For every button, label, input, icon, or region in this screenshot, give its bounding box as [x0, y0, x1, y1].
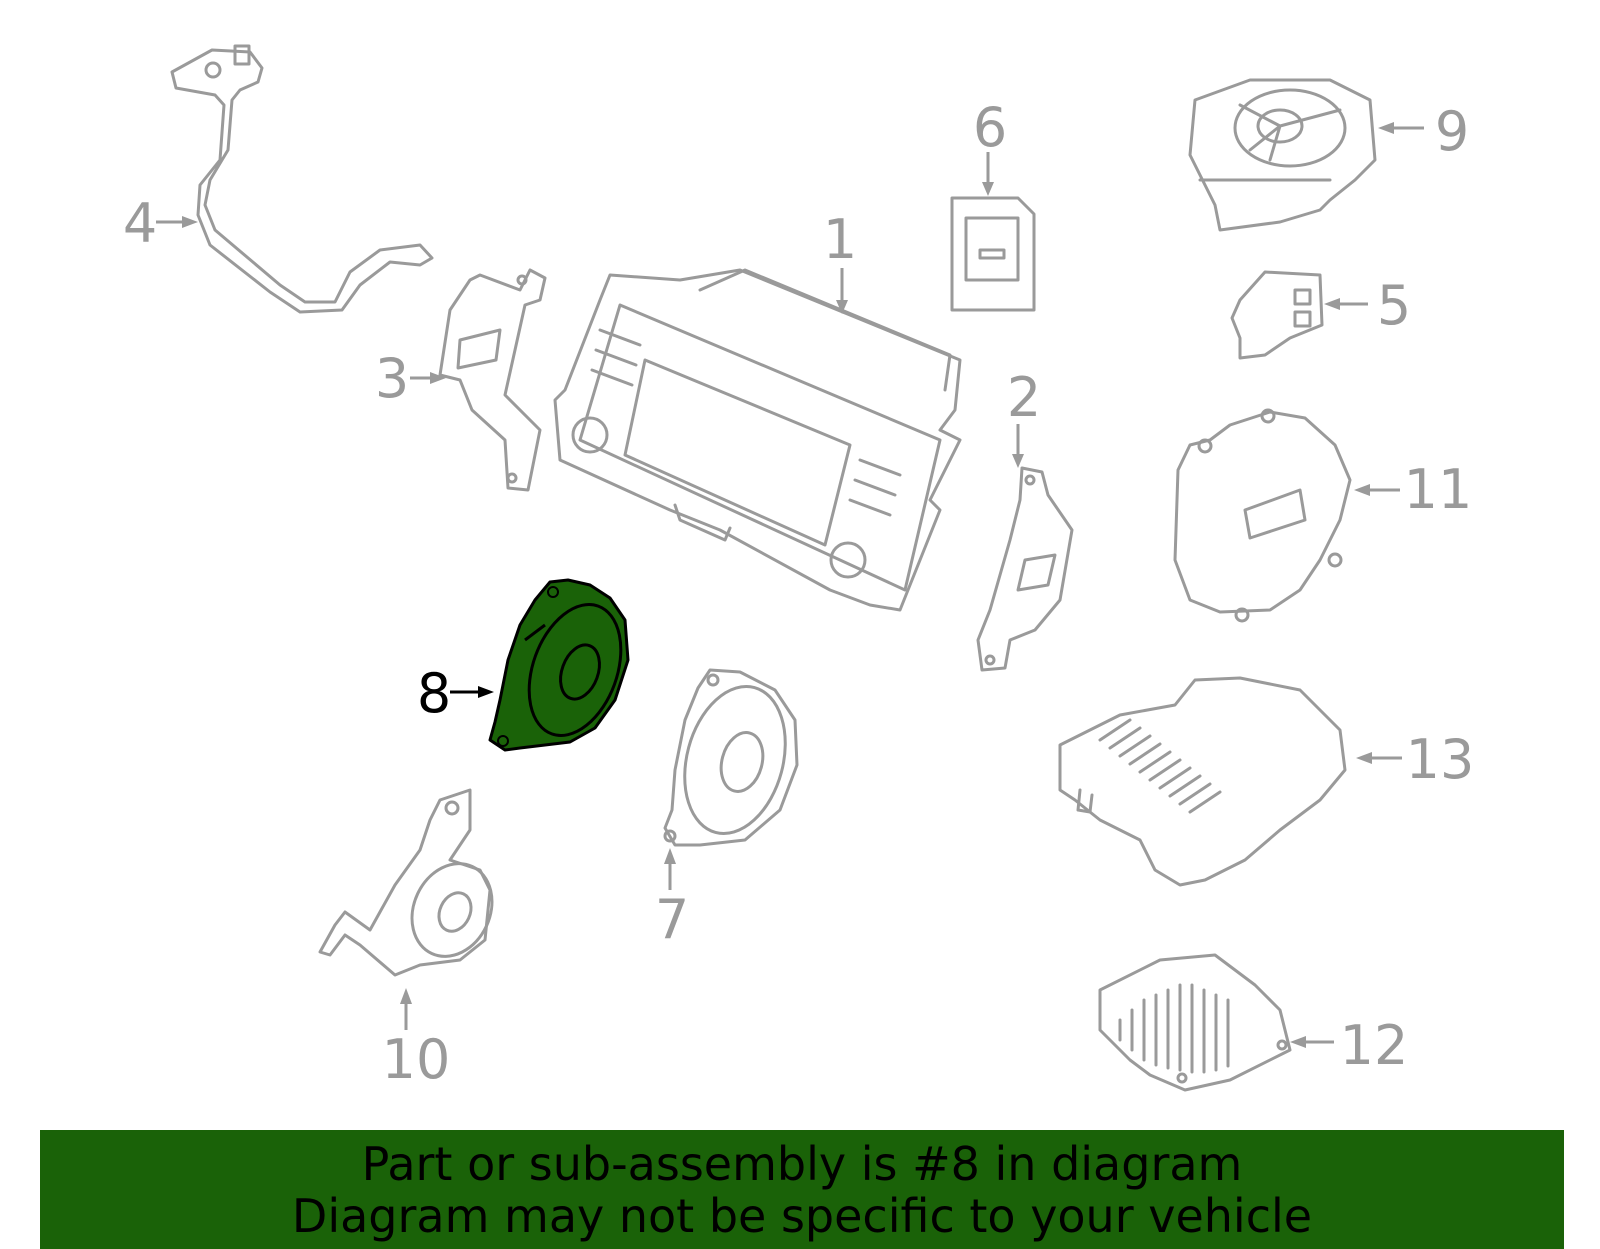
callout-11: 11: [1354, 458, 1472, 521]
part-5-connector[interactable]: [1230, 270, 1324, 360]
svg-text:11: 11: [1404, 458, 1473, 521]
svg-text:5: 5: [1377, 274, 1411, 337]
banner-line-2: Diagram may not be specific to your vehi…: [291, 1188, 1313, 1243]
part-10-bracket-speaker[interactable]: [318, 788, 507, 977]
svg-text:4: 4: [123, 192, 157, 255]
callout-7: 7: [655, 848, 689, 951]
svg-text:6: 6: [973, 96, 1007, 159]
part-4-antenna-cable[interactable]: [170, 44, 434, 314]
svg-text:1: 1: [823, 208, 857, 271]
svg-text:2: 2: [1007, 366, 1041, 429]
part-1-audio-unit[interactable]: [553, 268, 962, 612]
callout-5: 5: [1324, 274, 1411, 337]
parts-diagram: 1 2 3 4 5 6 7 8 9 10: [123, 44, 1474, 1092]
svg-text:12: 12: [1340, 1014, 1409, 1077]
info-banner: Part or sub-assembly is #8 in diagram Di…: [40, 1130, 1564, 1249]
callout-3: 3: [375, 347, 446, 410]
part-9-speaker[interactable]: [1188, 78, 1377, 232]
banner-line-1: Part or sub-assembly is #8 in diagram: [361, 1136, 1243, 1191]
part-12-amplifier[interactable]: [1098, 953, 1292, 1092]
part-6-card[interactable]: [950, 196, 1036, 312]
part-3-bracket-left[interactable]: [438, 268, 547, 492]
svg-text:13: 13: [1406, 728, 1475, 791]
callout-13: 13: [1356, 728, 1474, 791]
callout-1: 1: [823, 208, 857, 314]
callout-9: 9: [1378, 100, 1469, 163]
svg-text:8: 8: [417, 662, 451, 725]
callout-10: 10: [382, 988, 451, 1091]
svg-text:10: 10: [382, 1028, 451, 1091]
svg-text:9: 9: [1435, 100, 1469, 163]
callout-8: 8: [417, 662, 494, 725]
part-2-bracket-right[interactable]: [976, 466, 1074, 672]
part-13-cover[interactable]: [1058, 676, 1347, 887]
part-11-module[interactable]: [1173, 408, 1352, 623]
svg-text:7: 7: [655, 888, 689, 951]
svg-text:3: 3: [375, 347, 409, 410]
callout-6: 6: [973, 96, 1007, 196]
callout-2: 2: [1007, 366, 1041, 468]
callout-4: 4: [123, 192, 198, 255]
callout-12: 12: [1290, 1014, 1408, 1077]
part-7-speaker[interactable]: [663, 668, 801, 847]
part-8-speaker-highlighted[interactable]: [488, 578, 638, 752]
